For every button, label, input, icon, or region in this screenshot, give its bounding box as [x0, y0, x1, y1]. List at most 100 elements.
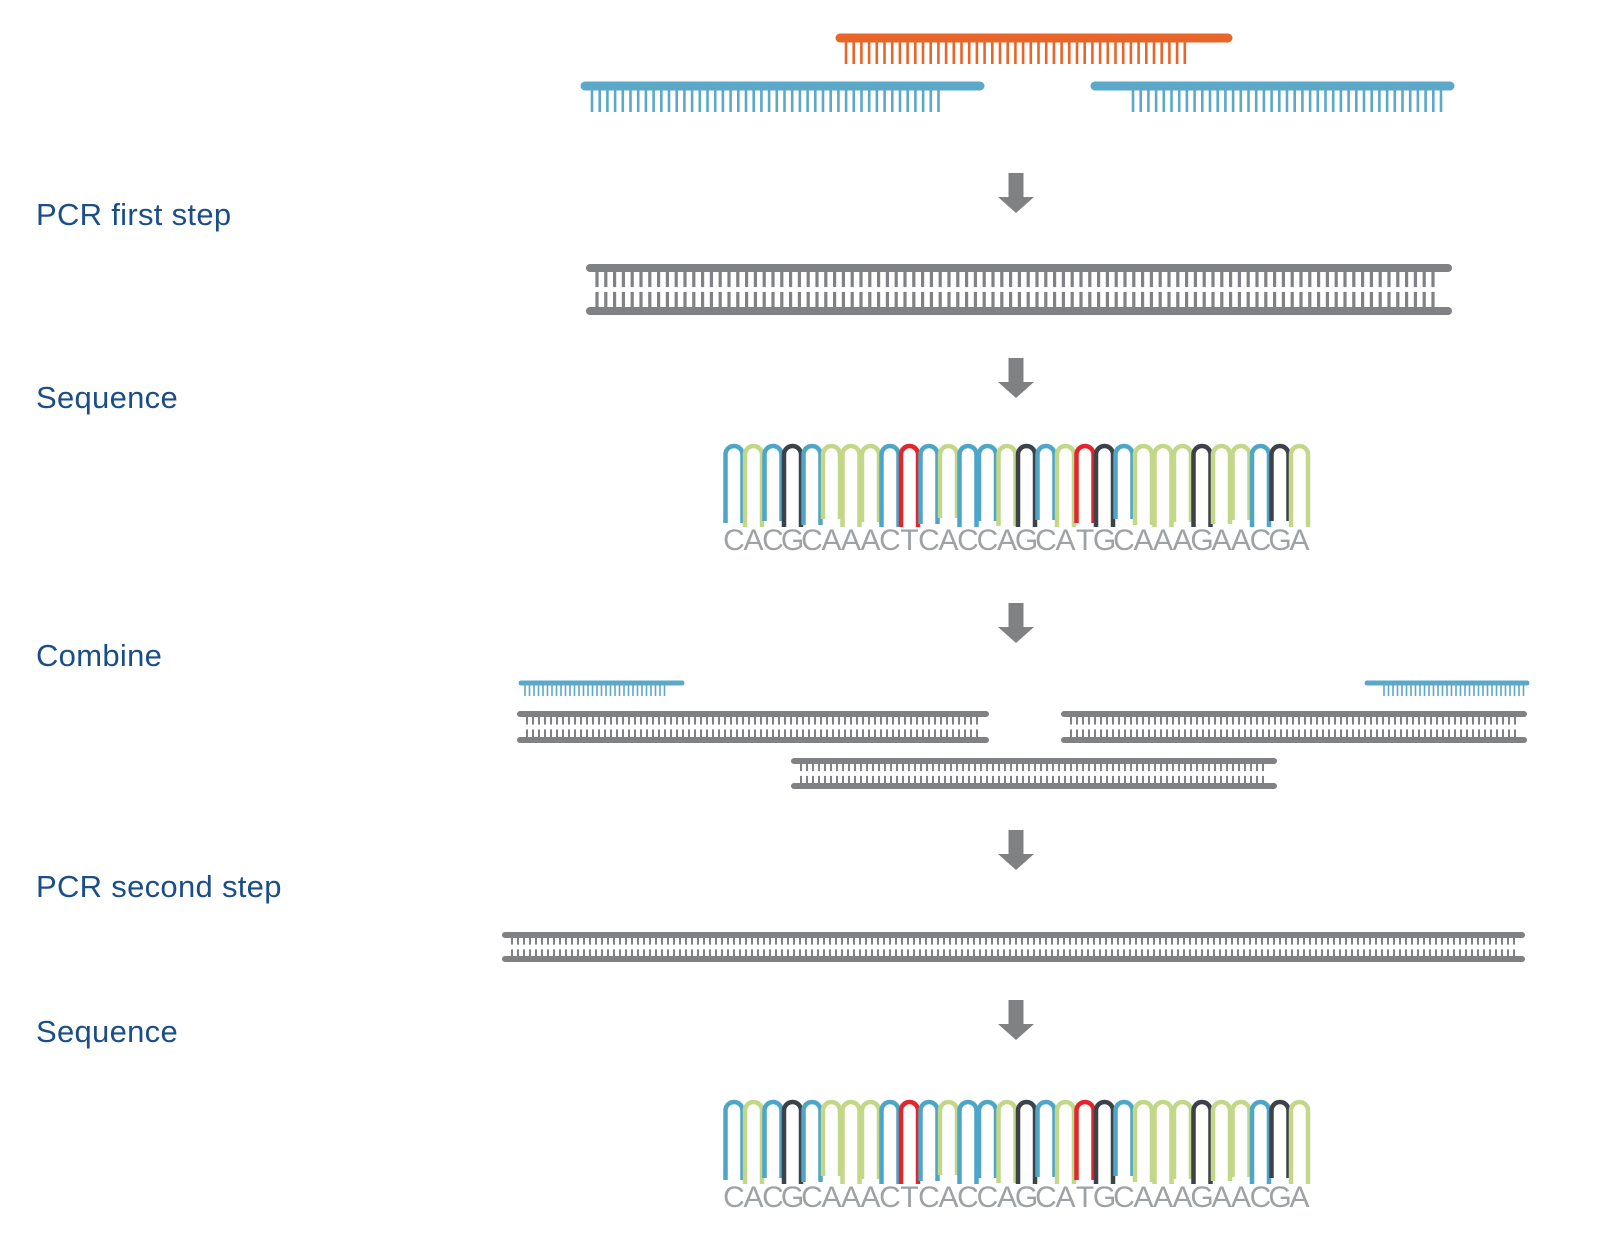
duplex-combine-left — [517, 711, 989, 743]
base-letter: C — [918, 1181, 940, 1214]
trace-peak-C — [723, 443, 745, 523]
fragment-oligo-right-blue — [1090, 81, 1455, 112]
base-letter: A — [1172, 1181, 1192, 1214]
trace-peak-A — [1171, 1099, 1194, 1179]
duplex-combine-middle — [791, 758, 1277, 789]
base-letter: G — [1268, 524, 1291, 557]
trace-peak-G — [781, 1099, 804, 1184]
trace-peak-C — [1113, 1099, 1135, 1176]
trace-peak-C — [976, 1099, 999, 1178]
base-letter: C — [879, 524, 901, 557]
base-letter: A — [938, 524, 958, 557]
trace-peak-A — [937, 1099, 960, 1175]
base-letter: A — [860, 1181, 880, 1214]
trace-peak-A — [1288, 1099, 1311, 1184]
trace-peak-C — [976, 443, 999, 521]
base-letter: A — [1211, 1181, 1231, 1214]
trace-peak-C — [762, 443, 784, 521]
trace-peak-A — [996, 1099, 1018, 1183]
trace-peak-A — [1230, 443, 1252, 520]
base-letter: C — [1113, 524, 1135, 557]
trace-peak-A — [1152, 1099, 1174, 1184]
base-letter: A — [821, 1181, 841, 1214]
trace-peak-C — [879, 1099, 901, 1184]
trace-peak-A — [742, 443, 765, 527]
primer-right-blue — [1364, 680, 1530, 696]
arrow-down-1 — [998, 173, 1034, 213]
duplex-combine-right — [1061, 711, 1527, 743]
trace-peak-A — [1210, 1099, 1233, 1181]
base-letter: C — [801, 1181, 823, 1214]
primer-left-blue — [518, 680, 685, 696]
trace-peak-C — [762, 1099, 784, 1178]
trace-peak-A — [859, 443, 882, 522]
trace-peak-T — [898, 443, 921, 527]
base-letter: A — [1055, 524, 1075, 557]
trace-peak-C — [879, 443, 901, 527]
trace-peak-A — [1054, 443, 1077, 527]
trace-peak-C — [957, 443, 979, 527]
trace-peak-G — [1269, 443, 1291, 521]
base-letter: A — [938, 1181, 958, 1214]
base-letter: A — [860, 524, 880, 557]
trace-peak-A — [1288, 443, 1311, 527]
base-letter: C — [918, 524, 940, 557]
base-letter: G — [781, 1181, 804, 1214]
trace-peak-C — [801, 1099, 823, 1182]
base-letter: A — [997, 1181, 1017, 1214]
trace-peak-C — [801, 443, 823, 525]
trace-peak-C — [918, 443, 940, 524]
arrow-down-2 — [998, 358, 1034, 398]
base-letter: T — [900, 524, 918, 557]
trace-peak-A — [820, 443, 843, 519]
base-letter: A — [821, 524, 841, 557]
trace-peak-C — [1035, 443, 1057, 520]
label-combine: Combine — [36, 638, 163, 673]
base-letter: A — [1153, 1181, 1173, 1214]
base-letter: A — [1055, 1181, 1075, 1214]
base-letter: C — [801, 524, 823, 557]
trace-peak-G — [1191, 443, 1213, 527]
base-letter: C — [1035, 1181, 1057, 1214]
trace-peak-A — [1230, 1099, 1252, 1177]
base-letter: G — [1268, 1181, 1291, 1214]
trace-peak-C — [1249, 1099, 1272, 1184]
base-letter: C — [1250, 524, 1272, 557]
trace-peak-T — [1074, 443, 1096, 523]
trace-peak-G — [1093, 443, 1116, 527]
base-letter: G — [1093, 524, 1116, 557]
trace-peak-T — [1074, 1099, 1096, 1180]
base-letter: C — [723, 1181, 745, 1214]
label-sequence-2: Sequence — [36, 1014, 179, 1049]
base-letter: A — [841, 1181, 861, 1214]
base-letter: A — [743, 1181, 763, 1214]
trace-peak-A — [840, 1099, 862, 1184]
base-letter: A — [1133, 1181, 1153, 1214]
base-letter: A — [1211, 524, 1231, 557]
base-letter: C — [957, 1181, 979, 1214]
arrow-down-5 — [998, 1000, 1034, 1040]
trace-peak-A — [1132, 1099, 1155, 1182]
trace-peak-A — [840, 443, 862, 527]
trace-peak-G — [1015, 443, 1038, 527]
base-letter: G — [1190, 1181, 1213, 1214]
trace-peak-A — [937, 443, 960, 518]
base-letter: G — [1015, 1181, 1038, 1214]
trace-peak-A — [820, 1099, 843, 1176]
base-letter: A — [1133, 524, 1153, 557]
base-letter: C — [1113, 1181, 1135, 1214]
base-letter: A — [1172, 524, 1192, 557]
label-pcr-second-step: PCR second step — [36, 869, 282, 904]
trace-peak-G — [1015, 1099, 1038, 1184]
trace-peak-G — [1269, 1099, 1291, 1178]
base-letter: A — [743, 524, 763, 557]
base-letter: C — [762, 524, 784, 557]
trace-peak-C — [723, 1099, 745, 1180]
trace-peak-A — [996, 443, 1018, 526]
base-letter: C — [1250, 1181, 1272, 1214]
base-letter: C — [762, 1181, 784, 1214]
